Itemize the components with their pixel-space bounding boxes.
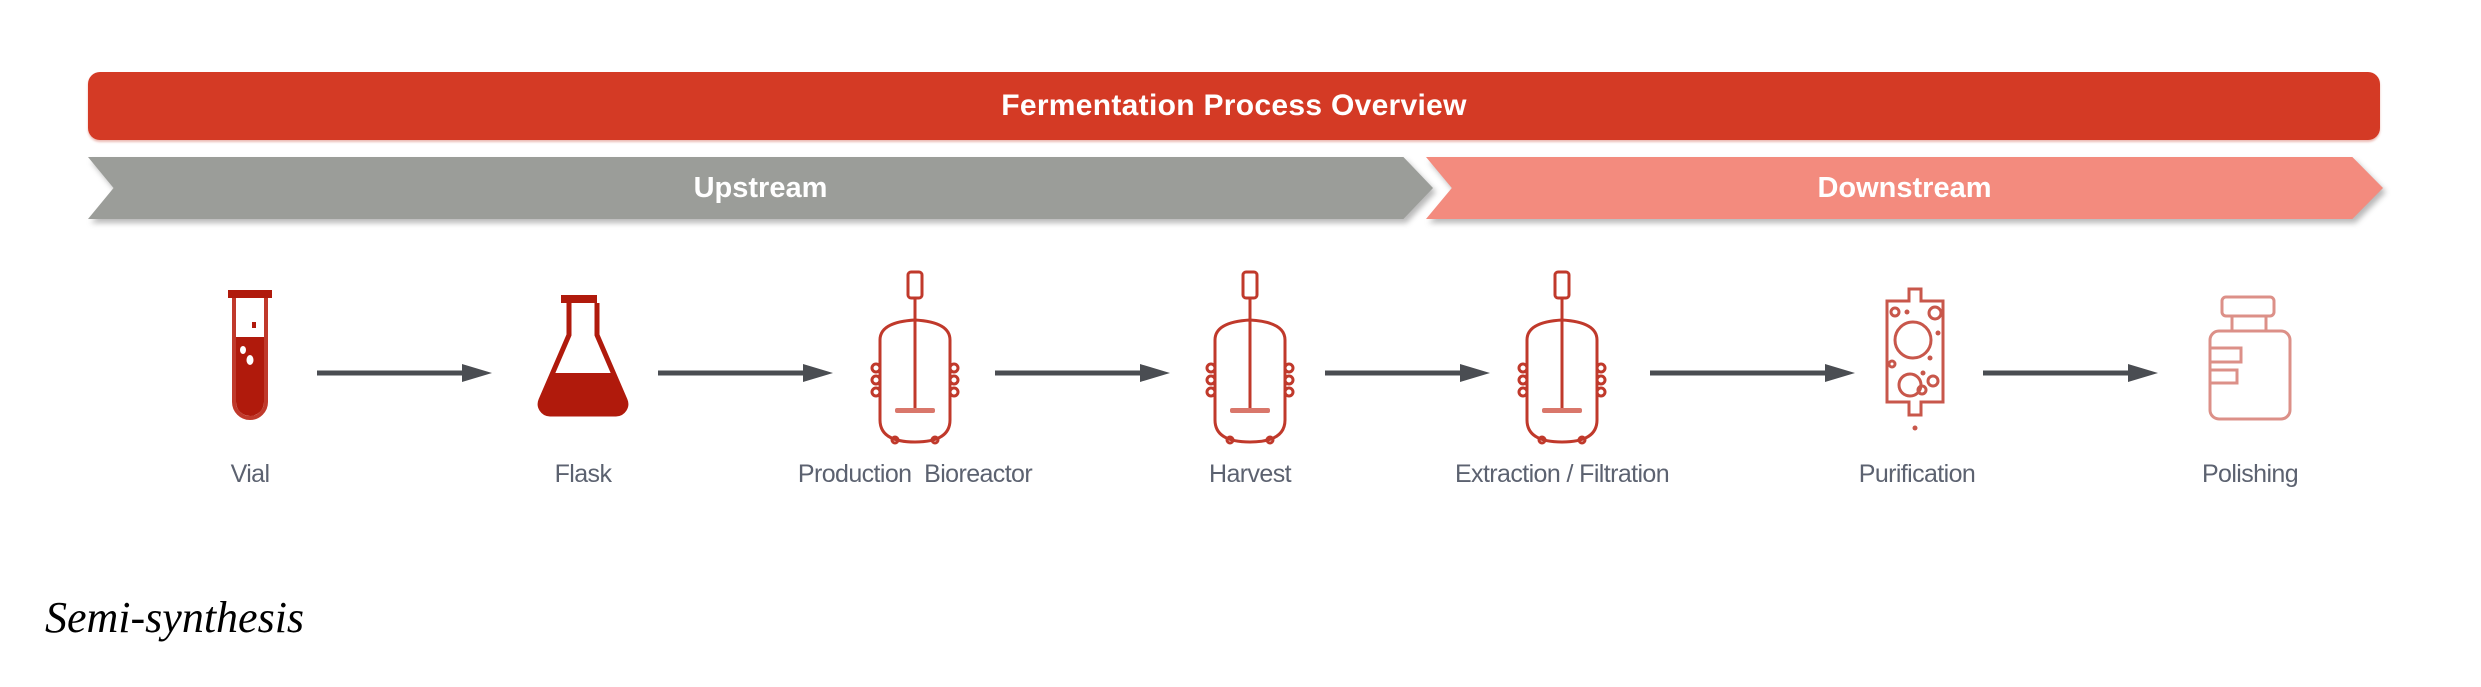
diagram-title: Fermentation Process Overview: [1001, 89, 1467, 122]
step-polishing: Polishing: [2100, 270, 2400, 489]
step-label: Polishing: [2201, 460, 2299, 488]
phase-downstream-label: Downstream: [1817, 171, 1992, 204]
arrow-right-icon: [317, 364, 492, 382]
step-label: Flask: [554, 460, 612, 488]
bottle-icon: [2100, 270, 2400, 450]
bioreactor-icon: [765, 270, 1065, 450]
bioreactor-icon: [1412, 270, 1712, 450]
arrow-right-icon: [1983, 364, 2158, 382]
step-label: Production Bioreactor: [797, 460, 1033, 488]
step-purification: Purification: [1767, 270, 2067, 489]
arrow-right-icon: [1325, 364, 1490, 382]
step-production-bioreactor: Production Bioreactor: [765, 270, 1065, 489]
step-vial: Vial: [100, 270, 400, 489]
step-extraction-filtration: Extraction / Filtration: [1412, 270, 1712, 489]
erlenmeyer-flask-icon: [433, 270, 733, 450]
phase-downstream: Downstream: [1426, 157, 2383, 219]
step-label: Extraction / Filtration: [1454, 460, 1670, 488]
title-banner: Fermentation Process Overview: [88, 72, 2380, 140]
chromatography-column-icon: [1767, 270, 2067, 450]
caption-semi-synthesis: Semi-synthesis: [45, 593, 305, 642]
test-tube-icon: [100, 270, 400, 450]
phase-upstream: Upstream: [88, 157, 1433, 219]
step-harvest: Harvest: [1100, 270, 1400, 489]
step-label: Vial: [230, 460, 270, 488]
arrow-right-icon: [1650, 364, 1855, 382]
phase-upstream-label: Upstream: [693, 171, 828, 204]
step-label: Harvest: [1209, 460, 1292, 488]
step-label: Purification: [1858, 460, 1976, 488]
arrow-right-icon: [658, 364, 833, 382]
arrow-right-icon: [995, 364, 1170, 382]
bioreactor-icon: [1100, 270, 1400, 450]
step-flask: Flask: [433, 270, 733, 489]
